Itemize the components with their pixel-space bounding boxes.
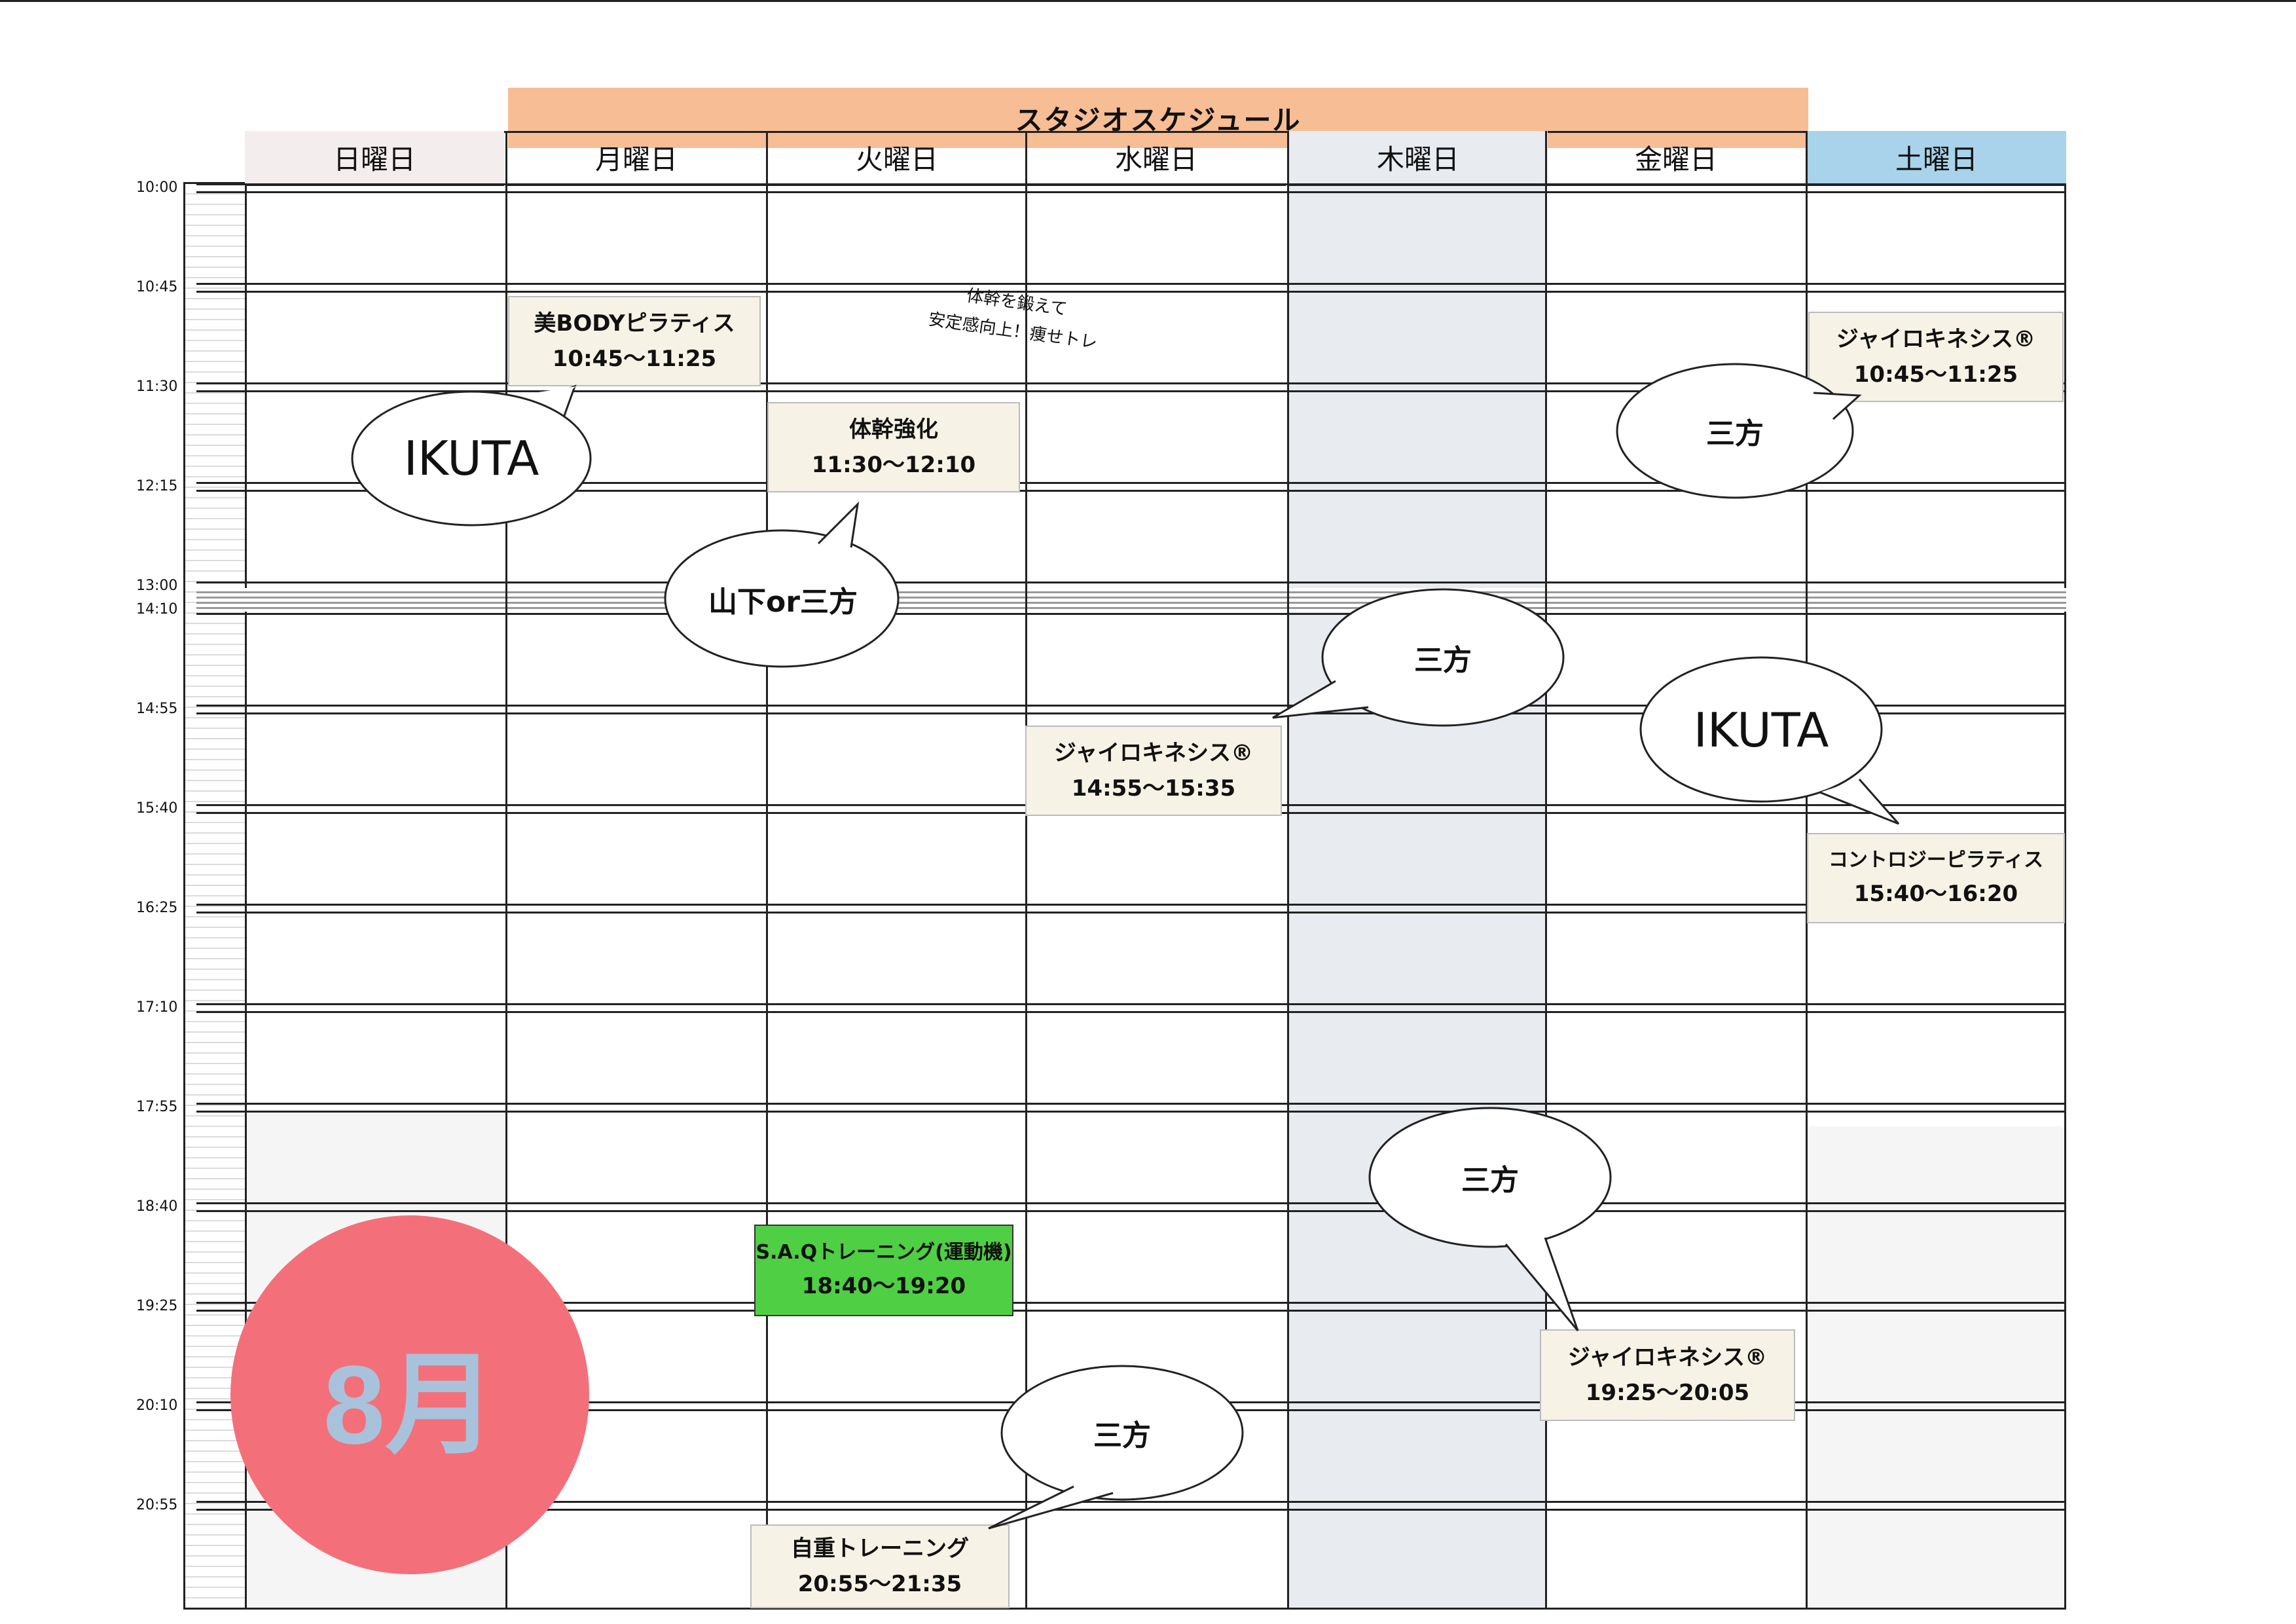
session-time: 10:45〜11:25 xyxy=(552,346,717,372)
session-cell: 体幹強化 11:30〜12:10 xyxy=(767,402,1020,492)
session-name: コントロジーピラティス xyxy=(1828,848,2044,872)
time-label: 15:40 xyxy=(136,800,178,817)
session-name: 美BODYピラティス xyxy=(534,310,735,337)
session-cell: ジャイロキネシス® 19:25〜20:05 xyxy=(1540,1329,1795,1421)
session-time: 14:55〜15:35 xyxy=(1071,775,1236,802)
top-border xyxy=(0,0,2296,2)
column-divider xyxy=(1287,131,1289,1610)
day-header: 日曜日 xyxy=(245,131,504,186)
time-label: 14:55 xyxy=(136,701,178,717)
time-label: 20:55 xyxy=(136,1497,178,1513)
session-time: 19:25〜20:05 xyxy=(1585,1380,1750,1406)
instructor-bubble: 三方 xyxy=(1706,417,1764,451)
schedule-title: スタジオスケジュール xyxy=(508,88,1808,148)
time-label: 13:00 xyxy=(136,578,178,594)
column-divider xyxy=(1545,131,1547,1610)
time-row-line xyxy=(196,1202,2066,1212)
time-row-line xyxy=(196,283,2066,293)
time-label: 17:55 xyxy=(136,1099,178,1115)
instructor-bubble: 三方 xyxy=(1093,1419,1151,1452)
month-badge: 8月 xyxy=(230,1215,589,1574)
session-time: 11:30〜12:10 xyxy=(811,452,976,478)
session-cell: コントロジーピラティス 15:40〜16:20 xyxy=(1807,833,2065,923)
time-row-line xyxy=(196,382,2066,392)
time-row-line xyxy=(196,705,2066,714)
time-label: 17:10 xyxy=(136,999,178,1016)
column-divider xyxy=(766,131,768,1610)
session-name: ジャイロキネシス® xyxy=(1053,739,1254,766)
instructor-bubble: 三方 xyxy=(1414,644,1472,677)
time-label: 16:25 xyxy=(136,900,178,916)
time-label: 11:30 xyxy=(136,378,178,395)
instructor-bubble: IKUTA xyxy=(1693,703,1829,758)
time-row-line xyxy=(196,904,2066,913)
lunch-break-band xyxy=(196,588,2066,612)
column-divider xyxy=(505,131,507,1610)
session-name: 自重トレーニング xyxy=(791,1535,969,1562)
day-header: 木曜日 xyxy=(1288,131,1548,186)
session-cell: ジャイロキネシス® 10:45〜11:25 xyxy=(1808,312,2064,402)
session-name: S.A.Qトレーニング(運動機) xyxy=(756,1240,1012,1264)
column-divider xyxy=(1806,131,1808,1610)
session-name: 体幹強化 xyxy=(849,416,938,443)
time-label: 18:40 xyxy=(136,1198,178,1215)
saturday-evening-shade xyxy=(1807,1126,2066,1610)
session-cell-saq: S.A.Qトレーニング(運動機) 18:40〜19:20 xyxy=(754,1225,1013,1316)
time-row-line xyxy=(196,1302,2066,1312)
time-label: 10:45 xyxy=(136,279,178,295)
session-cell: ジャイロキネシス® 14:55〜15:35 xyxy=(1025,726,1282,816)
time-label: 10:00 xyxy=(136,179,178,196)
time-row-line xyxy=(196,1003,2066,1013)
time-row-line xyxy=(196,482,2066,492)
instructor-bubble: 山下or三方 xyxy=(708,585,858,619)
schedule-grid xyxy=(245,131,2066,1610)
session-cell: 美BODYピラティス 10:45〜11:25 xyxy=(508,296,761,386)
time-label: 20:10 xyxy=(136,1397,178,1414)
time-row-line xyxy=(196,1501,2066,1511)
session-time: 15:40〜16:20 xyxy=(1853,880,2018,907)
thursday-closed-shade xyxy=(1288,131,1546,1610)
session-name: ジャイロキネシス® xyxy=(1836,325,2036,352)
session-name: ジャイロキネシス® xyxy=(1567,1344,1768,1371)
month-label: 8月 xyxy=(323,1343,497,1467)
instructor-bubble: IKUTA xyxy=(403,431,539,486)
time-row-line xyxy=(196,183,2066,193)
time-label: 14:10 xyxy=(136,601,178,618)
time-row-line xyxy=(196,1103,2066,1113)
time-label: 19:25 xyxy=(136,1298,178,1314)
session-time: 18:40〜19:20 xyxy=(801,1272,966,1299)
session-time: 10:45〜11:25 xyxy=(1853,361,2018,388)
column-divider xyxy=(1025,131,1027,1610)
instructor-bubble: 三方 xyxy=(1461,1164,1519,1197)
session-cell: 自重トレーニング 20:55〜21:35 xyxy=(750,1524,1010,1608)
day-header: 土曜日 xyxy=(1807,131,2066,186)
time-label: 12:15 xyxy=(136,478,178,494)
session-time: 20:55〜21:35 xyxy=(797,1571,962,1597)
